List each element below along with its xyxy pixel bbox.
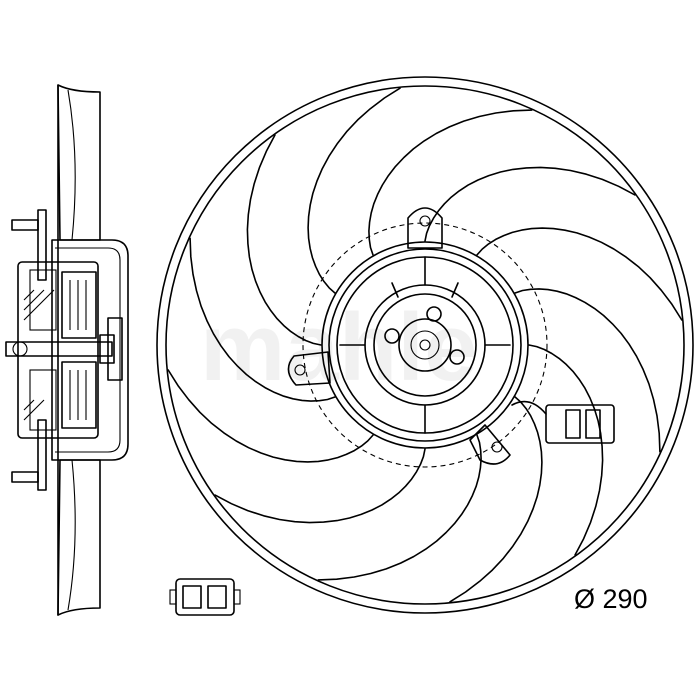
fan-blade-edge <box>476 227 683 321</box>
fan-blade-edge <box>214 448 426 524</box>
fan-blade-edge <box>449 396 543 603</box>
two-pin-connector-icon <box>169 578 241 616</box>
fan-blade-edge <box>307 87 401 294</box>
fan-blades <box>167 87 683 603</box>
fan-blade-edge <box>514 288 661 453</box>
radiator-fan-front-view-icon <box>156 76 694 614</box>
fan-blade-edge <box>317 434 482 581</box>
fan-side-section-icon <box>5 84 129 616</box>
watermark-text: mahle <box>200 294 477 401</box>
diameter-label: Ø 290 <box>574 584 648 614</box>
fan-blade-edge <box>424 166 636 242</box>
fan-blade-edge <box>528 344 604 556</box>
fan-blade-edge <box>167 369 374 463</box>
fan-blade-edge <box>246 134 322 346</box>
fan-blade-edge <box>189 237 336 402</box>
fan-blade-edge <box>368 109 533 256</box>
